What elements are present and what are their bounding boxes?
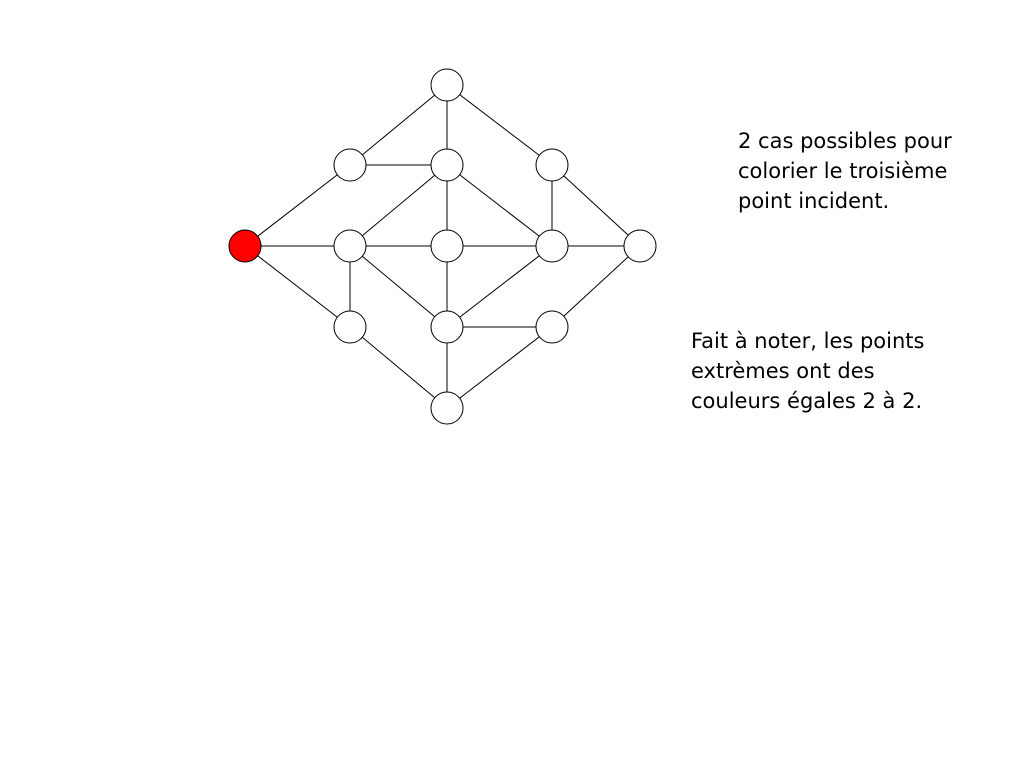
graph-node <box>535 310 569 344</box>
graph-node <box>535 229 569 263</box>
graph-node <box>333 229 367 263</box>
graph-node <box>333 148 367 182</box>
note-coloring-cases: 2 cas possibles pour colorier le troisiè… <box>738 126 952 216</box>
graph-edge-n12-n13 <box>446 326 553 409</box>
note-line: extrèmes ont des <box>691 359 875 383</box>
graph-edge-n8-n11 <box>446 245 553 328</box>
graph-nodes <box>228 68 657 425</box>
graph-node <box>430 68 464 102</box>
graph-edge-n5-n10 <box>244 245 351 328</box>
graph-edge-n4-n9 <box>551 164 641 247</box>
graph-node <box>333 310 367 344</box>
graph-node <box>430 310 464 344</box>
note-line: point incident. <box>738 189 890 213</box>
graph-edge-n3-n6 <box>349 164 448 247</box>
graph-node <box>535 148 569 182</box>
graph-node-highlighted <box>228 229 262 263</box>
note-line: Fait à noter, les points <box>691 329 925 353</box>
note-line: 2 cas possibles pour <box>738 129 952 153</box>
note-line: colorier le troisième <box>738 159 948 183</box>
graph-edge-n6-n11 <box>349 245 448 328</box>
note-line: couleurs égales 2 à 2. <box>691 389 923 413</box>
graph-node <box>623 229 657 263</box>
graph-node <box>430 229 464 263</box>
graph-node <box>430 391 464 425</box>
graph-edge-n9-n12 <box>551 245 641 328</box>
graph-edge-n10-n13 <box>349 326 448 409</box>
note-extreme-points: Fait à noter, les points extrèmes ont de… <box>691 326 924 416</box>
graph-edge-n1-n4 <box>446 84 553 166</box>
graph-edge-n2-n5 <box>244 164 351 247</box>
graph-edge-n3-n8 <box>446 164 553 247</box>
graph-node <box>430 148 464 182</box>
graph-edge-n1-n2 <box>349 84 448 166</box>
